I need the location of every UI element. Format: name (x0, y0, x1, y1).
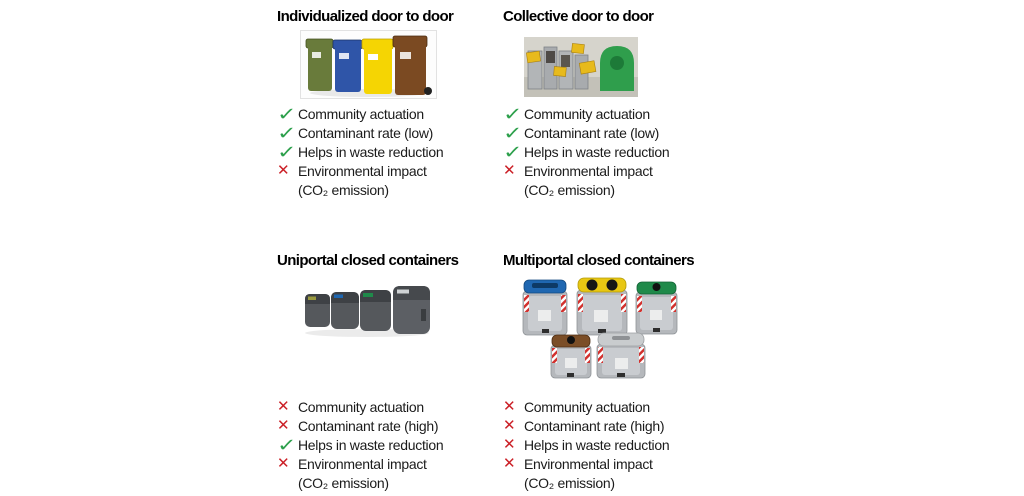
panel-collective: Collective door to door (503, 8, 735, 198)
list-item: Environmental impact (503, 161, 669, 180)
feature-label: Environmental impact (524, 162, 653, 179)
panel-title-uniportal: Uniportal closed containers (277, 252, 459, 269)
feature-label: Helps in waste reduction (298, 436, 444, 453)
list-item: Contaminant rate (low) (277, 123, 443, 142)
feature-sublabel: (CO₂ emission) (524, 474, 615, 491)
list-item: Environmental impact (277, 161, 443, 180)
check-icon (277, 143, 298, 161)
list-item: Contaminant rate (low) (503, 123, 669, 142)
feature-sublabel: (CO₂ emission) (524, 181, 615, 198)
feature-sublabel: (CO₂ emission) (298, 181, 389, 198)
blue-wheelie-bin (332, 39, 363, 92)
panel-title-collective: Collective door to door (503, 8, 654, 25)
feature-sublabel: (CO₂ emission) (298, 474, 389, 491)
panel-title-multiportal: Multiportal closed containers (503, 252, 695, 269)
green-wheelie-bin (305, 38, 334, 91)
uniportal-containers-illustration (305, 286, 430, 337)
silver-lid-container (596, 332, 646, 379)
feature-label: Helps in waste reduction (524, 436, 670, 453)
check-icon (277, 105, 298, 123)
cross-icon (277, 456, 298, 471)
yellow-lid-container (576, 277, 628, 336)
feature-label: Helps in waste reduction (298, 143, 444, 160)
cross-icon (503, 399, 524, 414)
list-item: Environmental impact (503, 454, 669, 473)
list-item-continuation: (CO₂ emission) (503, 473, 669, 492)
gray-container-2 (331, 292, 359, 329)
feature-list-individualized: Community actuation Contaminant rate (lo… (277, 104, 444, 199)
feature-list-uniportal: Community actuation Contaminant rate (hi… (277, 397, 444, 492)
list-item: Helps in waste reduction (503, 435, 670, 454)
list-item-continuation: (CO₂ emission) (503, 180, 669, 199)
feature-label: Helps in waste reduction (524, 143, 670, 160)
feature-list-multiportal: Community actuation Contaminant rate (hi… (503, 397, 670, 492)
cross-icon (277, 163, 298, 178)
list-item: Contaminant rate (high) (277, 416, 443, 435)
feature-label: Contaminant rate (high) (524, 417, 665, 434)
feature-label: Environmental impact (524, 455, 653, 472)
check-icon (503, 143, 524, 161)
feature-label: Environmental impact (298, 455, 427, 472)
collective-bins-illustration (524, 37, 638, 97)
individualized-bins-image (300, 30, 437, 104)
gray-container-1 (305, 294, 330, 327)
gray-container-3 (360, 290, 391, 331)
panel-title-individualized: Individualized door to door (277, 8, 454, 25)
check-icon (503, 124, 524, 142)
yellow-wheelie-bin (361, 38, 394, 94)
cross-icon (277, 399, 298, 414)
cross-icon (503, 418, 524, 433)
feature-label: Community actuation (524, 398, 650, 415)
wheelie-bins-illustration (300, 30, 437, 99)
yellow-crates (526, 43, 597, 77)
check-icon (277, 124, 298, 142)
gray-container-4 (393, 286, 430, 334)
list-item: Contaminant rate (high) (503, 416, 669, 435)
list-item: Helps in waste reduction (277, 435, 444, 454)
uniportal-containers-image (297, 281, 432, 344)
feature-label: Community actuation (524, 105, 650, 122)
panel-multiportal: Multiportal closed containers (503, 248, 735, 491)
cross-icon (277, 418, 298, 433)
list-item: Environmental impact (277, 454, 443, 473)
cross-icon (503, 456, 524, 471)
feature-label: Environmental impact (298, 162, 427, 179)
green-lid-container (635, 281, 678, 335)
brown-wheelie-bin (392, 35, 432, 95)
feature-label: Contaminant rate (low) (524, 124, 660, 141)
feature-label: Community actuation (298, 105, 424, 122)
feature-label: Contaminant rate (high) (298, 417, 439, 434)
cross-icon (503, 437, 524, 452)
blue-lid-container (522, 279, 568, 336)
list-item-continuation: (CO₂ emission) (277, 180, 443, 199)
collective-street-photo (524, 37, 638, 102)
list-item: Community actuation (503, 104, 669, 123)
cross-icon (503, 163, 524, 178)
list-item: Community actuation (503, 397, 669, 416)
check-icon (277, 436, 298, 454)
multiportal-containers-illustration (522, 277, 678, 379)
multiportal-containers-image (520, 274, 680, 384)
panel-individualized: Individualized door to door (277, 8, 509, 198)
list-item: Community actuation (277, 397, 443, 416)
list-item: Helps in waste reduction (277, 142, 444, 161)
list-item-continuation: (CO₂ emission) (277, 473, 443, 492)
feature-label: Community actuation (298, 398, 424, 415)
list-item: Helps in waste reduction (503, 142, 670, 161)
list-item: Community actuation (277, 104, 443, 123)
feature-list-collective: Community actuation Contaminant rate (lo… (503, 104, 670, 199)
brown-lid-container (550, 334, 592, 379)
panel-uniportal: Uniportal closed containers (277, 248, 509, 491)
feature-label: Contaminant rate (low) (298, 124, 434, 141)
check-icon (503, 105, 524, 123)
